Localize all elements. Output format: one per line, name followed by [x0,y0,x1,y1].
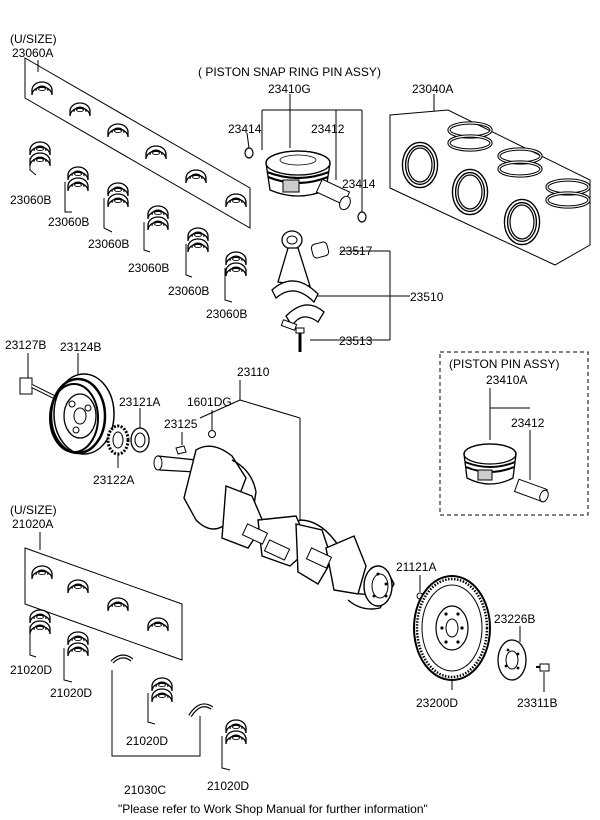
part-label-23121A: 23121A [119,395,161,409]
part-label-23125: 23125 [164,417,198,431]
part-label-23060B-4: 23060B [128,261,170,275]
usize-note-thrust: (U/SIZE) [10,503,57,517]
part-label-23110: 23110 [237,365,270,379]
part-label-23060A: 23060A [12,46,54,60]
pin-1601DG [208,410,216,438]
part-label-23412-upper: 23412 [311,122,345,136]
part-label-23410G: 23410G [268,82,311,96]
part-label-23122A: 23122A [93,473,135,487]
usize-note-main: (U/SIZE) [10,32,57,46]
part-label-21020D-2: 21020D [50,686,93,700]
piston-pin-assembly-23410A [439,351,589,516]
key-23125 [175,432,187,455]
piston-pin-assy-title: (PISTON PIN ASSY) [449,357,560,371]
part-label-1601DG: 1601DG [187,395,232,409]
part-label-23410A: 23410A [486,373,528,387]
part-label-21020A: 21020A [12,517,54,531]
part-label-23127B: 23127B [5,338,47,352]
main-bearings-23060B [29,141,247,303]
part-label-23226B: 23226B [494,612,536,626]
crank-pulley-23124B [19,353,115,455]
part-label-21030C: 21030C [124,783,167,797]
bolt-23311B [536,663,550,692]
part-label-23060B-2: 23060B [48,215,90,229]
part-label-23517: 23517 [339,244,373,258]
part-label-23124B: 23124B [60,340,102,354]
footer-note: "Please refer to Work Shop Manual for fu… [118,802,428,816]
thrust-bearing-set-21020A [24,532,183,661]
timing-sprocket-23121A [106,408,150,468]
part-label-23060B-6: 23060B [206,307,248,321]
part-label-23412-lower: 23412 [511,416,545,430]
part-label-23510: 23510 [410,290,444,304]
part-label-23311B: 23311B [517,696,558,710]
drive-plate-23200D [413,575,491,690]
part-label-21020D-1: 21020D [10,663,53,677]
connecting-rod-23510 [271,230,410,352]
part-label-21121A: 21121A [396,560,437,574]
part-label-23060B-3: 23060B [88,237,130,251]
part-label-21020D-3: 21020D [126,734,169,748]
main-bearing-set-23060A [24,57,251,229]
piston-ring-set-23040A [389,94,591,266]
crankshaft-23110 [153,380,395,610]
part-label-21020D-4: 21020D [207,779,250,793]
piston-assembly-23410G [244,94,367,223]
thrust-washers-21030C [110,654,214,757]
piston-snap-ring-pin-assy-title: ( PISTON SNAP RING PIN ASSY) [198,65,381,79]
part-label-23513: 23513 [339,334,373,348]
adapter-plate-23226B [497,626,527,681]
part-label-23060B-1: 23060B [10,193,52,207]
thrust-bearings-21020D [29,609,247,771]
part-label-23060B-5: 23060B [168,284,210,298]
part-label-23040A: 23040A [412,82,454,96]
part-label-23200D: 23200D [416,696,459,710]
part-label-23414-left: 23414 [228,122,262,136]
part-label-23414-right: 23414 [342,177,376,191]
